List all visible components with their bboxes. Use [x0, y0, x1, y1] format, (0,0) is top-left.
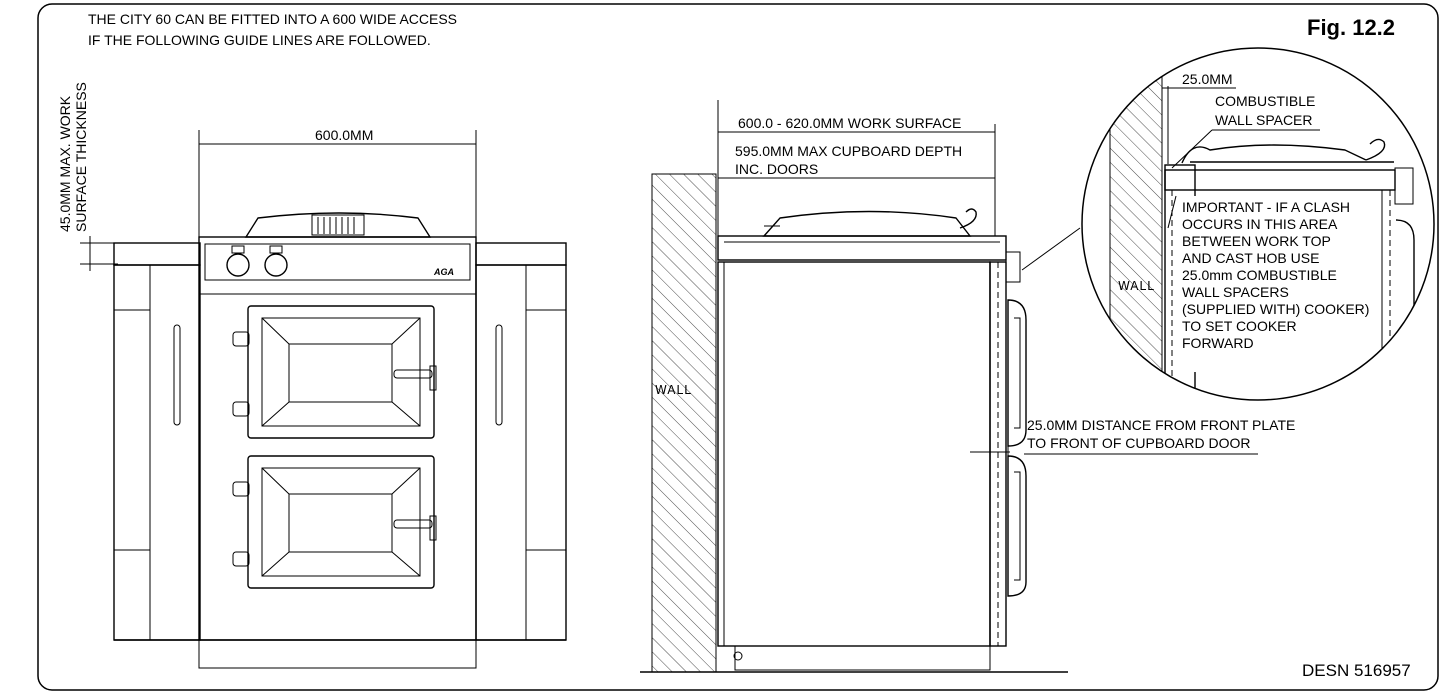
important-line-7: (SUPPLIED WITH) COOKER) — [1182, 301, 1369, 317]
front-view: 45.0MM MAX. WORK SURFACE THICKNESS 600.0… — [57, 82, 567, 669]
note-line-1: THE CITY 60 CAN BE FITTED INTO A 600 WID… — [88, 11, 457, 27]
wall-hatch — [651, 173, 717, 673]
spacer-label-2: WALL SPACER — [1215, 112, 1313, 128]
cupboard-depth-1: 595.0MM MAX CUPBOARD DEPTH — [735, 143, 962, 159]
side-view: WALL 600.0 - 620.0MM WORK SURFACE 595.0M… — [640, 100, 1295, 673]
diagram-border — [37, 3, 1439, 691]
detail-view: 25.0MM COMBUSTIBLE WALL SPACER WALL IMPO… — [1081, 47, 1435, 401]
important-line-4: AND CAST HOB USE — [1182, 250, 1319, 266]
important-line-5: 25.0mm COMBUSTIBLE — [1182, 267, 1337, 283]
important-line-3: BETWEEN WORK TOP — [1182, 233, 1331, 249]
distance-note-1: 25.0MM DISTANCE FROM FRONT PLATE — [1027, 417, 1295, 433]
figure-label: Fig. 12.2 — [1307, 15, 1395, 40]
note-line-2: IF THE FOLLOWING GUIDE LINES ARE FOLLOWE… — [88, 32, 431, 48]
detail-wall-label: WALL — [1118, 279, 1155, 293]
important-line-6: WALL SPACERS — [1182, 284, 1289, 300]
thickness-label-1: 45.0MM MAX. WORK — [57, 95, 73, 232]
important-line-1: IMPORTANT - IF A CLASH — [1182, 199, 1350, 215]
thickness-label-2: SURFACE THICKNESS — [73, 82, 89, 232]
spacer-dimension: 25.0MM — [1182, 71, 1233, 87]
width-dimension: 600.0MM — [315, 127, 373, 143]
cupboard-depth-2: INC. DOORS — [735, 161, 818, 177]
side-wall-label: WALL — [655, 383, 692, 397]
distance-note-2: TO FRONT OF CUPBOARD DOOR — [1027, 435, 1251, 451]
important-line-8: TO SET COOKER — [1182, 318, 1297, 334]
work-surface-dimension: 600.0 - 620.0MM WORK SURFACE — [738, 115, 961, 131]
important-line-2: OCCURS IN THIS AREA — [1182, 216, 1338, 232]
brand-badge: AGA — [433, 267, 454, 277]
drawing-reference: DESN 516957 — [1302, 661, 1411, 680]
important-line-9: FORWARD — [1182, 335, 1254, 351]
spacer-label-1: COMBUSTIBLE — [1215, 93, 1315, 109]
